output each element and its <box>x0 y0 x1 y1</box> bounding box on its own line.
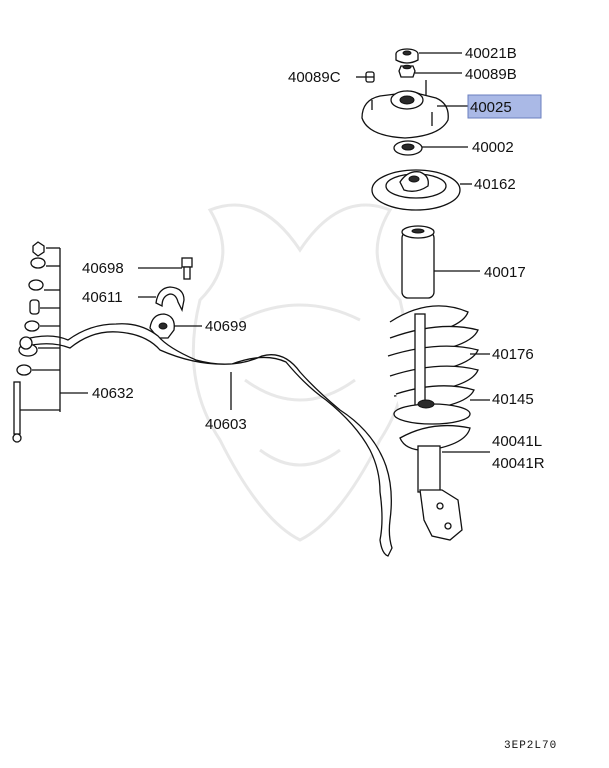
label-40017[interactable]: 40017 <box>484 264 526 281</box>
part-40025-strut-mount[interactable] <box>361 80 449 139</box>
diagram-code: 3EP2L70 <box>504 740 557 752</box>
part-40632-stabilizer-link[interactable] <box>12 241 46 443</box>
label-40021B[interactable]: 40021B <box>465 45 517 62</box>
part-40089B-nut[interactable] <box>398 64 416 78</box>
part-40176-coil-spring[interactable] <box>387 305 479 415</box>
label-40698[interactable]: 40698 <box>82 260 124 277</box>
leader-lines <box>20 52 490 453</box>
part-labels: 40021B 40089B 40089C 40025 40002 40162 4… <box>82 45 545 472</box>
part-40611-bushing-bracket[interactable] <box>155 286 185 312</box>
part-40162-spring-seat[interactable] <box>371 169 461 211</box>
label-40089B[interactable]: 40089B <box>465 66 517 83</box>
label-40025[interactable]: 40025 <box>470 99 512 116</box>
label-40002[interactable]: 40002 <box>472 139 514 156</box>
label-40041R[interactable]: 40041R <box>492 455 545 472</box>
watermark-emblem <box>191 203 409 542</box>
highlight-box-40025 <box>467 94 542 119</box>
part-40041-strut-assembly[interactable] <box>399 424 471 541</box>
label-40699[interactable]: 40699 <box>205 318 247 335</box>
label-40145[interactable]: 40145 <box>492 391 534 408</box>
part-40145-lower-insulator[interactable] <box>393 399 471 425</box>
label-40632[interactable]: 40632 <box>92 385 134 402</box>
part-40698-bolt[interactable] <box>181 257 193 280</box>
part-40021B-cap-nut[interactable] <box>395 48 419 64</box>
part-40603-stabilizer-bar[interactable] <box>19 323 393 557</box>
part-40002-bearing[interactable] <box>393 140 423 156</box>
part-40699-bushing[interactable] <box>149 313 175 339</box>
part-40089C-nut[interactable] <box>365 71 375 83</box>
label-40603[interactable]: 40603 <box>205 416 247 433</box>
part-40017-dust-boot[interactable] <box>401 225 435 299</box>
label-40089C[interactable]: 40089C <box>288 69 341 86</box>
label-40611[interactable]: 40611 <box>82 289 123 306</box>
label-40041L[interactable]: 40041L <box>492 433 542 450</box>
label-40162[interactable]: 40162 <box>474 176 516 193</box>
label-40176[interactable]: 40176 <box>492 346 534 363</box>
